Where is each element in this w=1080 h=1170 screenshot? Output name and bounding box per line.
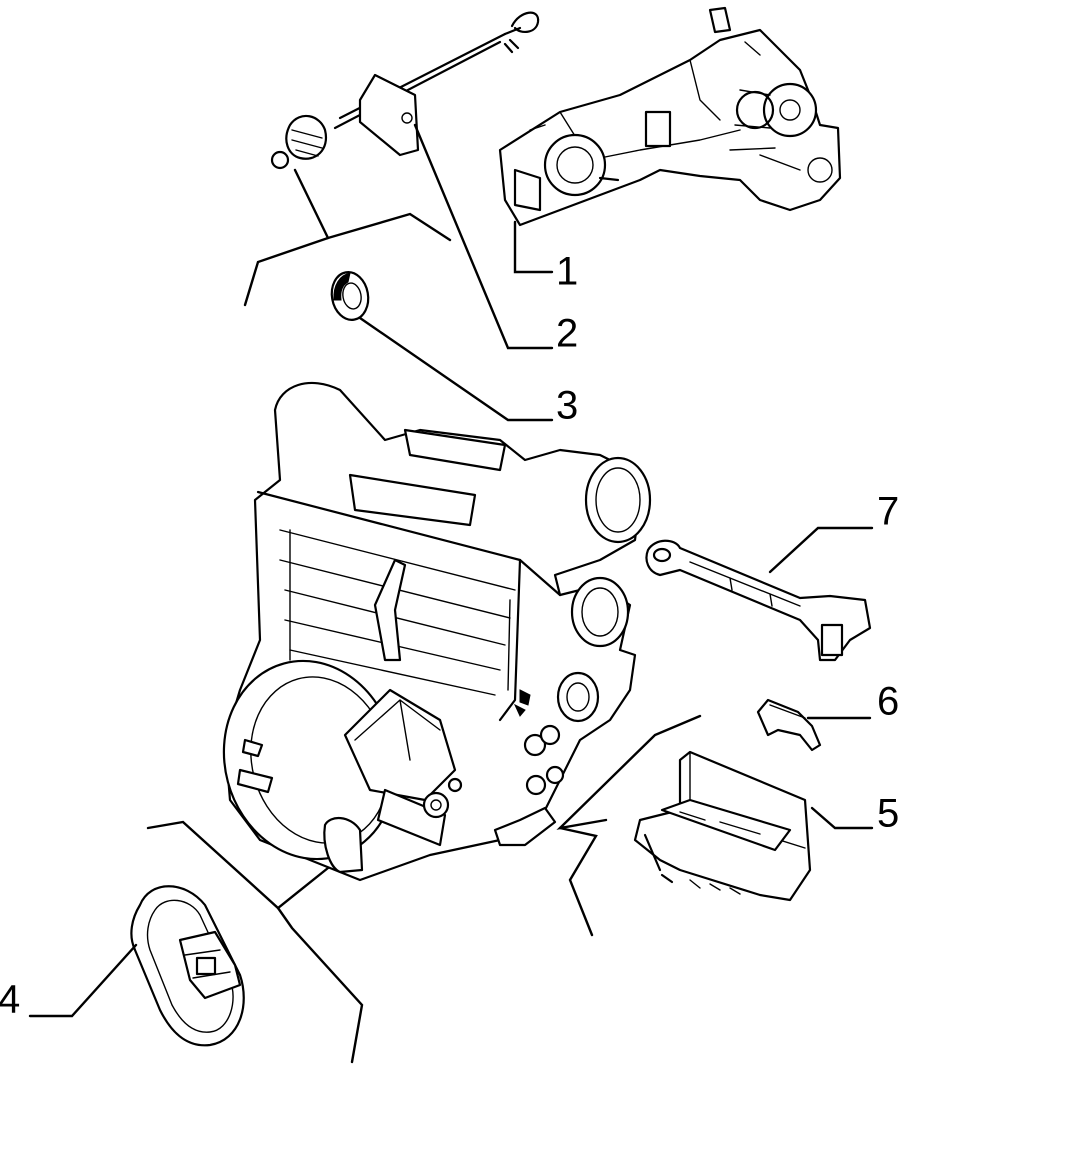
leader-bracket-2	[293, 168, 452, 242]
leader-line-5	[810, 806, 874, 830]
callout-4: 4	[0, 978, 20, 1022]
part-4-grille-frame	[130, 885, 245, 1047]
callout-5: 5	[877, 792, 899, 836]
part-2-control-cable	[270, 11, 540, 170]
part-7-link-lever	[645, 539, 872, 662]
callout-2: 2	[556, 312, 578, 356]
callout-1: 1	[556, 250, 578, 294]
callout-7: 7	[877, 490, 899, 534]
heater-housing	[222, 381, 652, 882]
callout-6: 6	[877, 680, 899, 724]
leader-line-7	[768, 526, 874, 574]
part-3-grommet	[330, 271, 370, 321]
leader-bracket-4b	[276, 906, 364, 1064]
leader-line-2	[413, 123, 554, 350]
leader-line-3	[358, 316, 554, 422]
part-5-duct-box	[633, 750, 812, 902]
leader-bracket-2b	[243, 236, 330, 307]
leader-line-1	[513, 220, 554, 274]
part-6-clip	[756, 698, 822, 752]
part-1-actuator-motor	[498, 6, 842, 227]
leader-bracket-4a	[146, 820, 330, 910]
callout-3: 3	[556, 384, 578, 428]
leader-bracket-56b	[558, 826, 598, 937]
leader-bracket-56a	[556, 714, 702, 830]
leader-line-4	[28, 943, 138, 1018]
